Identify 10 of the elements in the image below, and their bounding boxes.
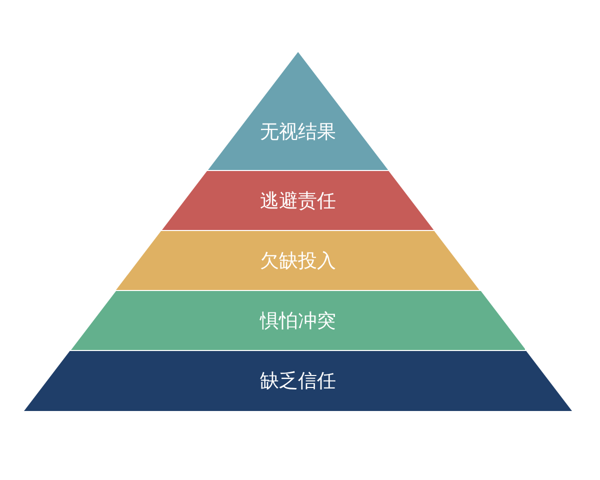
layer-label: 无视结果 [260, 120, 336, 145]
pyramid-layer [70, 291, 526, 350]
pyramid-layer [162, 171, 434, 230]
layer-label: 逃避责任 [260, 188, 336, 214]
pyramid-layer [208, 52, 388, 170]
pyramid-layer [24, 351, 572, 411]
layer-label: 缺乏信任 [260, 368, 336, 394]
pyramid-layer [116, 231, 480, 290]
layer-label: 欠缺投入 [260, 248, 336, 274]
layer-label: 惧怕冲突 [260, 308, 336, 334]
